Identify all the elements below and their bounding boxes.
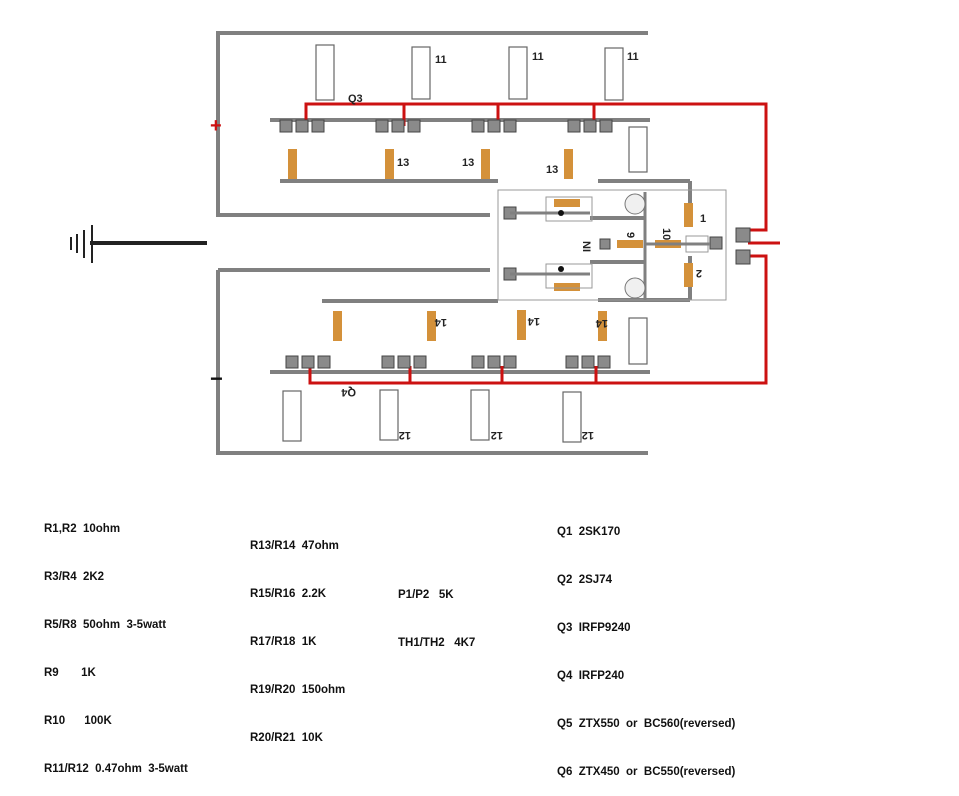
thermistor-th1 — [624, 193, 646, 215]
legend-column-4: Q1 2SK170 Q2 2SJ74 Q3 IRFP9240 Q4 IRFP24… — [557, 492, 735, 796]
module-label-p1: 1 — [700, 213, 706, 225]
top-resistor-label: 11 — [435, 54, 447, 66]
top-mid-label: 13 — [462, 157, 474, 169]
module-traces — [510, 192, 710, 300]
top-mid-label: 13 — [397, 157, 409, 169]
top-resistor-label: 11 — [627, 51, 639, 63]
legend-line: R10 100K — [44, 715, 112, 727]
legend-line: P1/P2 5K — [398, 589, 454, 601]
legend-line: R15/R16 2.2K — [250, 588, 327, 600]
legend-line: TH1/TH2 4K7 — [398, 637, 476, 649]
legend-line: R13/R14 47ohm — [250, 540, 339, 552]
transistor-dot-q6 — [558, 266, 564, 272]
legend-line: Q3 IRFP9240 — [557, 622, 631, 634]
legend-line: R3/R4 2K2 — [44, 571, 105, 583]
module-label-r10: 10 — [660, 228, 672, 240]
legend-line: R17/R18 1K — [250, 636, 317, 648]
plus-sign: + — [210, 115, 222, 137]
legend-line: R19/R20 150ohm — [250, 684, 346, 696]
legend-column-2: R13/R14 47ohm R15/R16 2.2K R17/R18 1K R1… — [250, 506, 345, 762]
q4-label: Q4 — [340, 386, 356, 398]
legend-line: Q5 ZTX550 or BC560(reversed) — [557, 718, 736, 730]
bottom-mid-label: 14 — [527, 315, 540, 327]
bottom-resistor-label: 12 — [582, 429, 594, 441]
transistor-pads — [279, 119, 751, 369]
q3-label: Q3 — [348, 93, 363, 105]
legend-line: Q6 ZTX450 or BC550(reversed) — [557, 766, 736, 778]
legend-column-3: P1/P2 5K TH1/TH2 4K7 — [398, 555, 475, 667]
legend-column-1: R1,R2 10ohm R3/R4 2K2 R5/R8 50ohm 3-5wat… — [44, 489, 188, 793]
module-label-p2: 2 — [696, 267, 702, 279]
legend-line: R20/R21 10K — [250, 732, 323, 744]
ground-symbol — [70, 225, 207, 263]
legend-line: R5/R8 50ohm 3-5watt — [44, 619, 167, 631]
bottom-resistor-label: 12 — [399, 429, 411, 441]
legend-line: R11/R12 0.47ohm 3-5watt — [44, 763, 188, 775]
transistor-dot-q5 — [558, 210, 564, 216]
legend-line: R9 1K — [44, 667, 96, 679]
bottom-mid-label: 14 — [434, 316, 447, 328]
legend-line: Q1 2SK170 — [557, 526, 621, 538]
top-resistors — [282, 44, 648, 443]
legend-line: R1,R2 10ohm — [44, 523, 121, 535]
legend-line: Q2 2SJ74 — [557, 574, 612, 586]
bottom-mid-label: 14 — [595, 317, 608, 329]
amplifier-layout-diagram: + − Q3 Q4 11 11 11 13 13 13 12 12 12 14 … — [70, 31, 780, 455]
minus-sign: − — [210, 366, 223, 391]
bottom-resistor-label: 12 — [491, 429, 503, 441]
module-label-tag: NI — [580, 241, 592, 252]
top-resistor-label: 11 — [532, 51, 544, 63]
top-mid-label: 13 — [546, 164, 558, 176]
module-label-r9: 9 — [624, 232, 636, 238]
thermistor-th2 — [624, 277, 646, 299]
orange-resistors — [288, 149, 693, 341]
legend-line: Q4 IRFP240 — [557, 670, 625, 682]
